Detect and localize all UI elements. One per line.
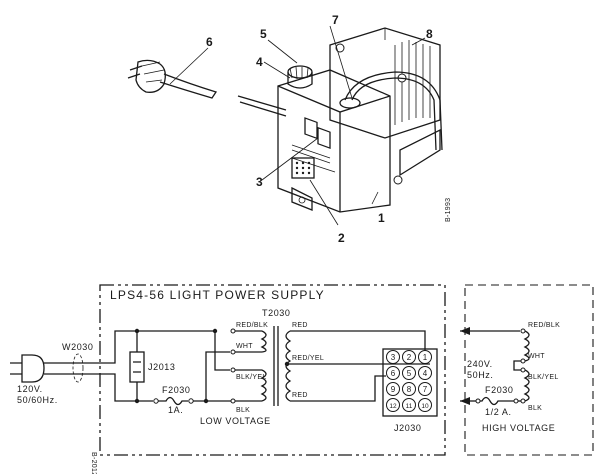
callout-4: 4 bbox=[256, 55, 263, 69]
leader-lines bbox=[169, 25, 426, 226]
schematic-title: LPS4-56 LIGHT POWER SUPPLY bbox=[110, 288, 325, 302]
pin-9-label: 9 bbox=[391, 385, 396, 394]
pin-9-circle bbox=[386, 382, 400, 396]
input-voltage: 120V. bbox=[17, 384, 43, 394]
pin-7-label: 7 bbox=[423, 385, 428, 394]
transformer-housing bbox=[329, 27, 441, 177]
high-voltage-boundary bbox=[464, 284, 594, 456]
j2013-jack bbox=[129, 328, 145, 404]
hv-tap-blk-yel: BLK/YEL bbox=[528, 374, 559, 381]
power-supply-illustration bbox=[127, 25, 443, 226]
pin-2-circle bbox=[402, 350, 416, 364]
low-voltage-fuse-icon bbox=[153, 396, 232, 406]
pin-1-circle bbox=[418, 350, 432, 364]
j2030-pins: 3 2 1 6 5 4 9 8 7 12 11 10 bbox=[386, 350, 432, 412]
power-supply-box bbox=[277, 69, 403, 213]
sec-red-top: RED bbox=[292, 322, 308, 329]
fuse-holder-knob bbox=[287, 65, 313, 89]
schematic: LPS4-56 LIGHT POWER SUPPLY B-2012 W2030 … bbox=[10, 284, 594, 474]
pin-10-circle bbox=[418, 398, 432, 412]
pin-8-label: 8 bbox=[407, 385, 412, 394]
hv-tap-red-blk: RED/BLK bbox=[528, 322, 560, 329]
high-voltage-wiring bbox=[460, 327, 530, 406]
j2030-label: J2030 bbox=[394, 423, 422, 433]
input-plug-icon bbox=[10, 330, 213, 402]
callout-6: 6 bbox=[206, 35, 213, 49]
pin-12-circle bbox=[386, 398, 400, 412]
callout-7: 7 bbox=[332, 13, 339, 27]
low-fuse-rating: 1A. bbox=[168, 405, 183, 415]
pin-6-circle bbox=[386, 366, 400, 380]
pin-4-circle bbox=[418, 366, 432, 380]
pin-5-label: 5 bbox=[407, 369, 412, 378]
hv-tap-wht: WHT bbox=[528, 353, 545, 360]
hv-fuse-label: F2030 bbox=[485, 385, 514, 395]
grommet-cable bbox=[339, 71, 443, 151]
callout-3: 3 bbox=[256, 175, 263, 189]
hv-voltage: 240V. bbox=[467, 359, 493, 369]
tap-red-blk: RED/BLK bbox=[236, 322, 268, 329]
pin-8-circle bbox=[402, 382, 416, 396]
pin-3-label: 3 bbox=[391, 353, 396, 362]
pin-5-circle bbox=[402, 366, 416, 380]
j2030-connector bbox=[382, 348, 438, 417]
schematic-figure-id: B-2012 bbox=[90, 452, 97, 474]
pin-2-label: 2 bbox=[407, 353, 412, 362]
pin-1-label: 1 bbox=[423, 353, 428, 362]
pin-7-circle bbox=[418, 382, 432, 396]
cable-label: W2030 bbox=[62, 342, 94, 352]
low-voltage-label: LOW VOLTAGE bbox=[200, 416, 271, 426]
sec-red-yel: RED/YEL bbox=[292, 355, 324, 362]
pin-12-label: 12 bbox=[389, 403, 397, 410]
pin-4-label: 4 bbox=[423, 369, 428, 378]
input-frequency: 50/60Hz. bbox=[17, 395, 58, 405]
hv-tap-blk: BLK bbox=[528, 405, 542, 412]
tap-blk-yel: BLK/YEL bbox=[236, 374, 267, 381]
pin-11-label: 11 bbox=[406, 403, 413, 410]
low-fuse-label: F2030 bbox=[162, 385, 191, 395]
callout-8: 8 bbox=[426, 27, 433, 41]
transformer-label: T2030 bbox=[262, 308, 291, 318]
tap-wht: WHT bbox=[236, 343, 253, 350]
callout-1: 1 bbox=[378, 211, 385, 225]
low-voltage-boundary bbox=[99, 284, 446, 456]
pin-6-label: 6 bbox=[391, 369, 396, 378]
pin-10-label: 10 bbox=[421, 403, 429, 410]
hv-fuse-rating: 1/2 A. bbox=[485, 407, 512, 417]
j2013-label: J2013 bbox=[148, 362, 176, 372]
callout-2: 2 bbox=[338, 231, 345, 245]
callout-5: 5 bbox=[260, 27, 267, 41]
sec-red-bottom: RED bbox=[292, 392, 308, 399]
pin-3-circle bbox=[386, 350, 400, 364]
illustration-figure-id: B-1993 bbox=[445, 198, 452, 222]
secondary-wiring bbox=[287, 330, 430, 402]
hv-frequency: 50Hz. bbox=[467, 370, 494, 380]
pin-11-circle bbox=[402, 398, 416, 412]
high-voltage-label: HIGH VOLTAGE bbox=[482, 423, 555, 433]
power-cord-plug bbox=[127, 59, 218, 99]
tap-blk: BLK bbox=[236, 407, 250, 414]
cable-stub bbox=[237, 95, 287, 117]
primary-wiring bbox=[205, 326, 292, 406]
